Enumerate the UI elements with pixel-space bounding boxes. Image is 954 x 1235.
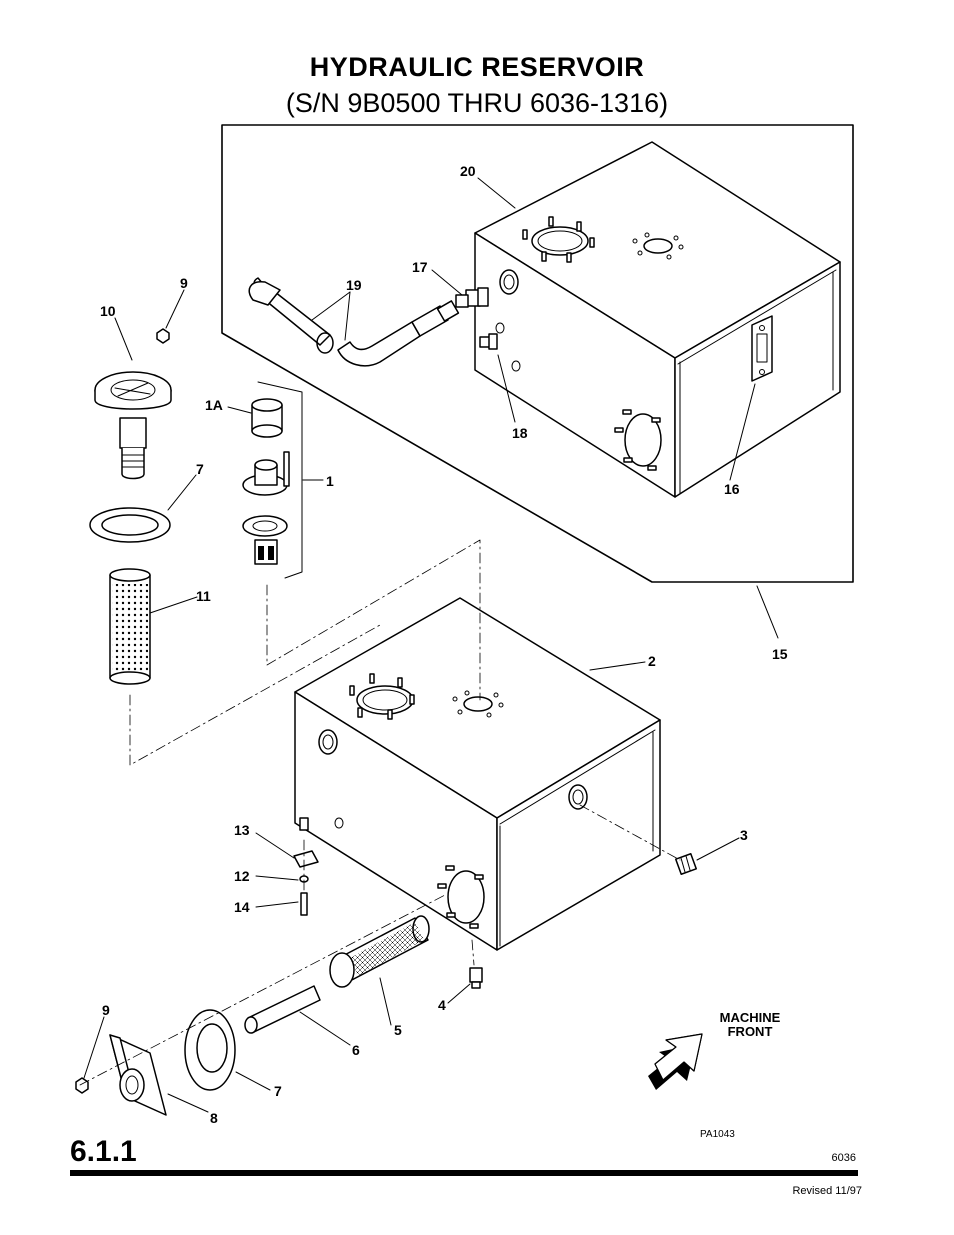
doc-number: 6036 (831, 1152, 856, 1164)
alignment-lines (79, 539, 681, 1086)
callout-1a: 1A (205, 397, 223, 413)
callout-7-top: 7 (196, 461, 204, 477)
section-number: 6.1.1 (70, 1135, 137, 1168)
fitting-4 (469, 967, 483, 989)
leader-lines (83, 177, 779, 1113)
breather-cap-10 (94, 371, 172, 480)
callout-6: 6 (352, 1042, 360, 1058)
machine-front-arrow-icon (648, 1033, 703, 1090)
revised-date: Revised 11/97 (792, 1185, 862, 1197)
plug-3 (674, 852, 698, 876)
tank-20 (474, 141, 841, 498)
callout-9-top: 9 (180, 275, 188, 291)
callout-2: 2 (648, 653, 656, 669)
tank-2 (294, 597, 661, 951)
callout-11: 11 (196, 588, 211, 604)
page-title: HYDRAULIC RESERVOIR (309, 52, 645, 82)
callout-1: 1 (326, 473, 334, 489)
callout-5: 5 (394, 1022, 402, 1038)
callout-10: 10 (100, 303, 116, 319)
callout-4: 4 (438, 997, 446, 1013)
nut-9-top (156, 328, 170, 344)
filler-neck-1 (242, 451, 290, 565)
callout-19: 19 (346, 277, 362, 293)
inset-frame (221, 124, 854, 583)
bracket-1 (257, 381, 303, 579)
machine-front-label-2: FRONT (728, 1024, 773, 1039)
callout-18: 18 (512, 425, 528, 441)
callout-13: 13 (234, 822, 250, 838)
bolt-14 (300, 892, 308, 916)
footer-rule (70, 1170, 858, 1176)
bracket-13 (293, 850, 319, 868)
callout-14: 14 (234, 899, 250, 915)
gasket-7-bottom (184, 1009, 236, 1091)
gasket-7-top (89, 507, 171, 543)
cover-plate-8 (109, 1034, 167, 1116)
sight-gauge (751, 315, 773, 382)
filter-element-11 (109, 568, 151, 685)
strainer-5 (329, 915, 430, 988)
callout-12: 12 (234, 868, 250, 884)
fitting-17 (455, 287, 489, 308)
nut-9-bottom (75, 1077, 89, 1094)
callout-8: 8 (210, 1110, 218, 1126)
hose-19 (248, 277, 460, 367)
callout-16: 16 (724, 481, 740, 497)
callout-7-bottom: 7 (274, 1083, 282, 1099)
fitting-18 (479, 333, 498, 350)
callout-17: 17 (412, 259, 428, 275)
machine-front-label-1: MACHINE (720, 1010, 781, 1025)
page-subtitle: (S/N 9B0500 THRU 6036-1316) (285, 88, 669, 118)
cap-1A (251, 398, 283, 438)
callout-9-bottom: 9 (102, 1002, 110, 1018)
callout-20: 20 (460, 163, 476, 179)
callout-15: 15 (772, 646, 788, 662)
callout-3: 3 (740, 827, 748, 843)
figure-id: PA1043 (700, 1129, 735, 1140)
pipe-6 (244, 985, 321, 1034)
